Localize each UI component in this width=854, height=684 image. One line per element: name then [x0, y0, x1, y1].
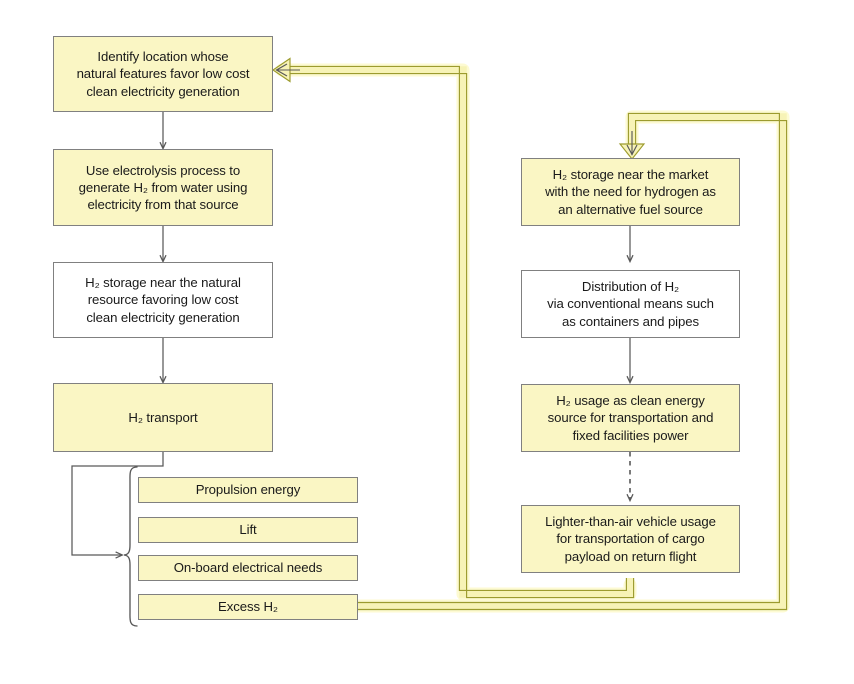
node-electrolysis-label: Use electrolysis process to generate H₂ …: [78, 162, 248, 213]
brace-icon: [123, 466, 138, 627]
node-h2-transport[interactable]: H₂ transport: [53, 383, 273, 452]
node-identify-location[interactable]: Identify location whose natural features…: [53, 36, 273, 112]
node-storage-natural-resource[interactable]: H₂ storage near the natural resource fav…: [53, 262, 273, 338]
node-on-board-electrical-needs[interactable]: On-board electrical needs: [138, 555, 358, 581]
node-distribution-label: Distribution of H₂ via conventional mean…: [547, 279, 714, 329]
node-h2-transport-label: H₂ transport: [128, 409, 198, 425]
node-lift-label: Lift: [239, 522, 257, 538]
node-storage-market[interactable]: H₂ storage near the market with the need…: [521, 158, 740, 226]
node-electrolysis[interactable]: Use electrolysis process to generate H₂ …: [53, 149, 273, 226]
node-lighter-than-air[interactable]: Lighter-than-air vehicle usage for trans…: [521, 505, 740, 573]
node-propulsion-energy[interactable]: Propulsion energy: [138, 477, 358, 503]
node-storage-natural-resource-label: H₂ storage near the natural resource fav…: [85, 275, 241, 325]
node-identify-location-label: Identify location whose natural features…: [76, 49, 250, 99]
node-distribution[interactable]: Distribution of H₂ via conventional mean…: [521, 270, 740, 338]
node-propulsion-energy-label: Propulsion energy: [195, 482, 301, 498]
node-lift[interactable]: Lift: [138, 517, 358, 543]
node-excess-h2-label: Excess H₂: [218, 599, 278, 615]
node-h2-usage-label: H₂ usage as clean energy source for tran…: [547, 393, 714, 443]
node-h2-usage[interactable]: H₂ usage as clean energy source for tran…: [521, 384, 740, 452]
node-lighter-than-air-label: Lighter-than-air vehicle usage for trans…: [545, 514, 716, 564]
node-on-board-electrical-needs-label: On-board electrical needs: [173, 560, 323, 576]
node-storage-market-label: H₂ storage near the market with the need…: [545, 167, 716, 217]
node-excess-h2[interactable]: Excess H₂: [138, 594, 358, 620]
